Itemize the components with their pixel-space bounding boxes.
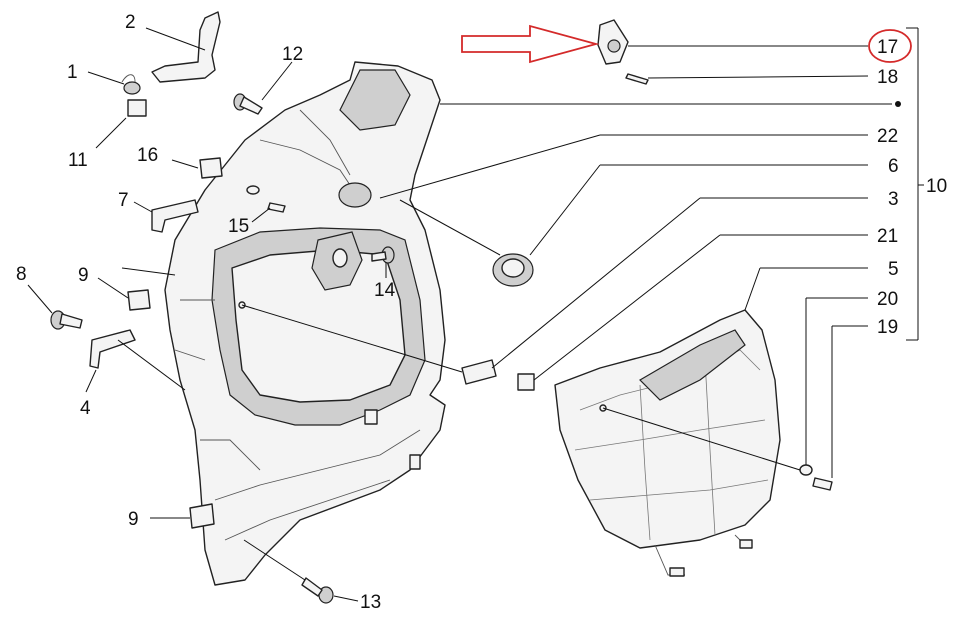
small-parts: [50, 11, 833, 604]
callout-18: 18: [877, 67, 898, 88]
callout-15: 15: [228, 216, 249, 237]
callout-1: 1: [67, 62, 78, 83]
callout-20: 20: [877, 289, 898, 310]
callout-13: 13: [360, 592, 381, 613]
callout-3: 3: [888, 189, 899, 210]
glovebox-cover: [554, 309, 781, 577]
callout-4: 4: [80, 398, 91, 419]
callout-21: 21: [877, 226, 898, 247]
callout-14: 14: [374, 280, 396, 301]
callout-8: 8: [16, 264, 27, 285]
front-shield-body: [164, 61, 446, 586]
callout-10: 10: [926, 176, 947, 197]
callout-12: 12: [282, 44, 303, 65]
callout-11: 11: [68, 150, 88, 171]
leader-lines: [27, 27, 924, 602]
highlight-circle: [868, 29, 912, 63]
callout-17: 17: [877, 37, 898, 58]
callout-22: 22: [877, 126, 898, 147]
callout-9-lower: 9: [128, 509, 139, 530]
callout-2: 2: [125, 12, 136, 33]
callout-19: 19: [877, 317, 898, 338]
callout-7: 7: [118, 190, 129, 211]
callout-9-upper: 9: [78, 265, 89, 286]
callout-6: 6: [888, 156, 899, 177]
reference-dot: [895, 101, 901, 107]
callout-16: 16: [137, 145, 158, 166]
highlight-arrow: [461, 24, 600, 64]
callout-5: 5: [888, 259, 899, 280]
callout-labels: 1 2 11 12 16 7 15 9 8 4 14 9 13 17 18 22…: [16, 12, 947, 613]
